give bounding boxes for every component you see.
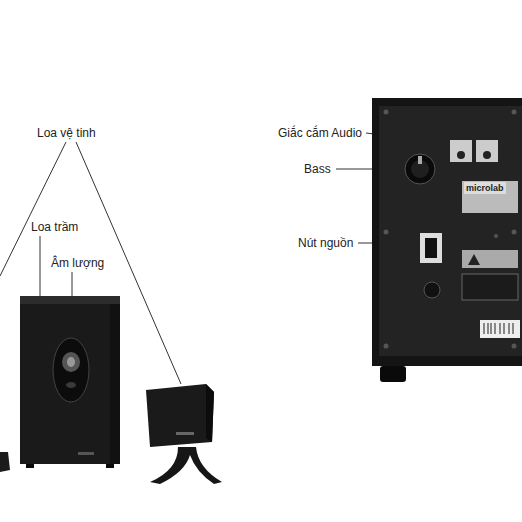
part-label: Loa vệ tinh bbox=[36, 126, 97, 140]
part-label: Nút nguồn bbox=[297, 236, 354, 250]
part-label: Giắc cắm Audio bbox=[277, 126, 363, 140]
subwoofer-front bbox=[20, 296, 120, 468]
part-label: Âm lượng bbox=[50, 256, 105, 270]
brand-label: microlab bbox=[464, 182, 506, 194]
subwoofer-back bbox=[372, 98, 522, 382]
part-label: Loa trầm bbox=[30, 220, 79, 234]
right-satellite bbox=[146, 384, 222, 484]
part-label: Bass bbox=[303, 162, 332, 176]
left-satellite bbox=[0, 452, 10, 472]
